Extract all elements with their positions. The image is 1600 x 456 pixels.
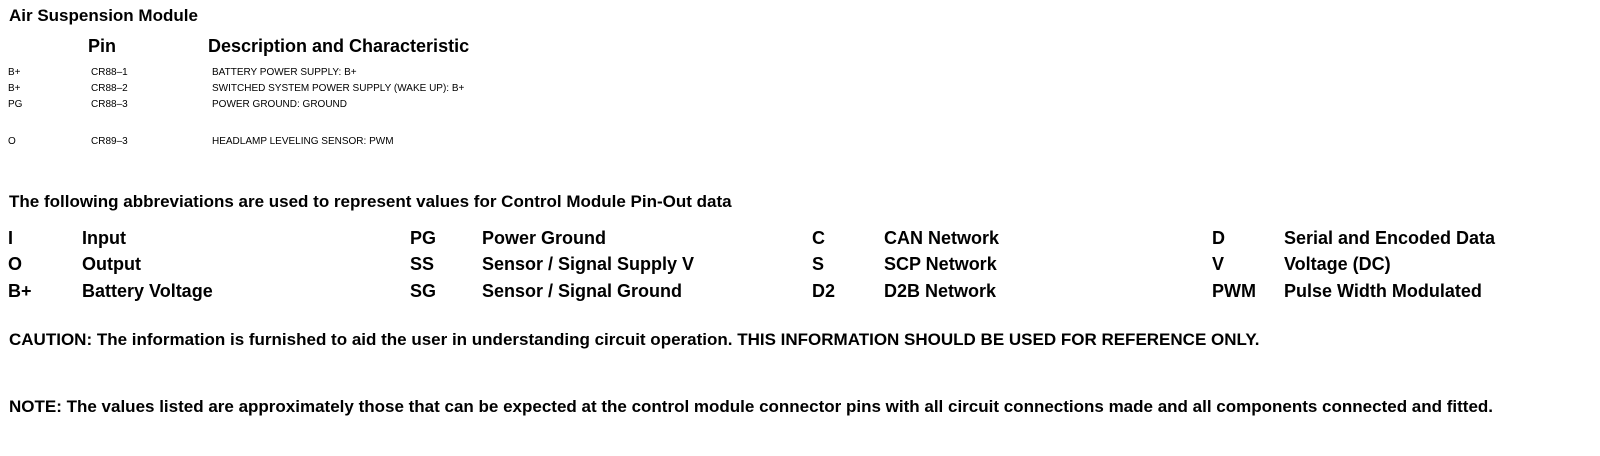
abbreviation-code: C — [812, 228, 825, 248]
pin-row-code: PG — [8, 99, 23, 110]
abbreviation-row: O Output SS Sensor / Signal Supply V S S… — [0, 251, 1600, 277]
abbreviation-code: B+ — [8, 281, 32, 301]
abbreviation-meaning: Sensor / Signal Supply V — [482, 254, 695, 274]
pin-row-description: SWITCHED SYSTEM POWER SUPPLY (WAKE UP): … — [212, 83, 465, 94]
abbreviation-meaning: Serial and Encoded Data — [1284, 228, 1496, 248]
abbreviation-row: B+ Battery Voltage SG Sensor / Signal Gr… — [0, 278, 1600, 304]
abbreviation-meaning: SCP Network — [884, 254, 997, 274]
abbreviation-code: PWM — [1212, 281, 1256, 301]
pin-row-description: BATTERY POWER SUPPLY: B+ — [212, 67, 357, 78]
abbreviation-row: I Input PG Power Ground C CAN Network D … — [0, 225, 1600, 251]
abbreviation-code: V — [1212, 254, 1225, 274]
pin-row-code: B+ — [8, 67, 21, 78]
abbreviation-meaning: Output — [82, 254, 141, 274]
pin-row: O CR89–3 HEADLAMP LEVELING SENSOR: PWM — [0, 135, 800, 149]
pin-row: B+ CR88–2 SWITCHED SYSTEM POWER SUPPLY (… — [0, 82, 800, 96]
caution-text: CAUTION: The information is furnished to… — [9, 330, 1260, 349]
note-text: NOTE: The values listed are approximatel… — [9, 397, 1494, 416]
pin-column-header: Pin — [88, 36, 117, 56]
pin-row-code: O — [8, 136, 16, 147]
abbreviation-code: S — [812, 254, 825, 274]
pin-row-description: HEADLAMP LEVELING SENSOR: PWM — [212, 136, 394, 147]
abbreviation-code: SS — [410, 254, 435, 274]
abbreviation-meaning: Pulse Width Modulated — [1284, 281, 1482, 301]
abbreviation-meaning: CAN Network — [884, 228, 1000, 248]
abbreviation-meaning: Power Ground — [482, 228, 607, 248]
pin-row-description: POWER GROUND: GROUND — [212, 99, 347, 110]
abbreviation-code: I — [8, 228, 14, 248]
description-column-header: Description and Characteristic — [208, 36, 470, 56]
page-title: Air Suspension Module — [9, 6, 198, 25]
pin-row-pin: CR89–3 — [91, 136, 128, 147]
pin-row-pin: CR88–1 — [91, 67, 128, 78]
abbreviation-meaning: Input — [82, 228, 126, 248]
abbreviations-intro: The following abbreviations are used to … — [9, 192, 732, 211]
abbreviation-code: SG — [410, 281, 437, 301]
abbreviation-code: D — [1212, 228, 1225, 248]
abbreviation-meaning: Voltage (DC) — [1284, 254, 1391, 274]
pin-row-pin: CR88–2 — [91, 83, 128, 94]
abbreviation-meaning: Sensor / Signal Ground — [482, 281, 683, 301]
pin-row: PG CR88–3 POWER GROUND: GROUND — [0, 98, 800, 112]
abbreviation-code: O — [8, 254, 23, 274]
pin-row: B+ CR88–1 BATTERY POWER SUPPLY: B+ — [0, 66, 800, 80]
abbreviation-code: D2 — [812, 281, 836, 301]
pin-row-pin: CR88–3 — [91, 99, 128, 110]
abbreviation-meaning: D2B Network — [884, 281, 997, 301]
pin-row-code: B+ — [8, 83, 21, 94]
abbreviation-code: PG — [410, 228, 437, 248]
abbreviation-meaning: Battery Voltage — [82, 281, 213, 301]
